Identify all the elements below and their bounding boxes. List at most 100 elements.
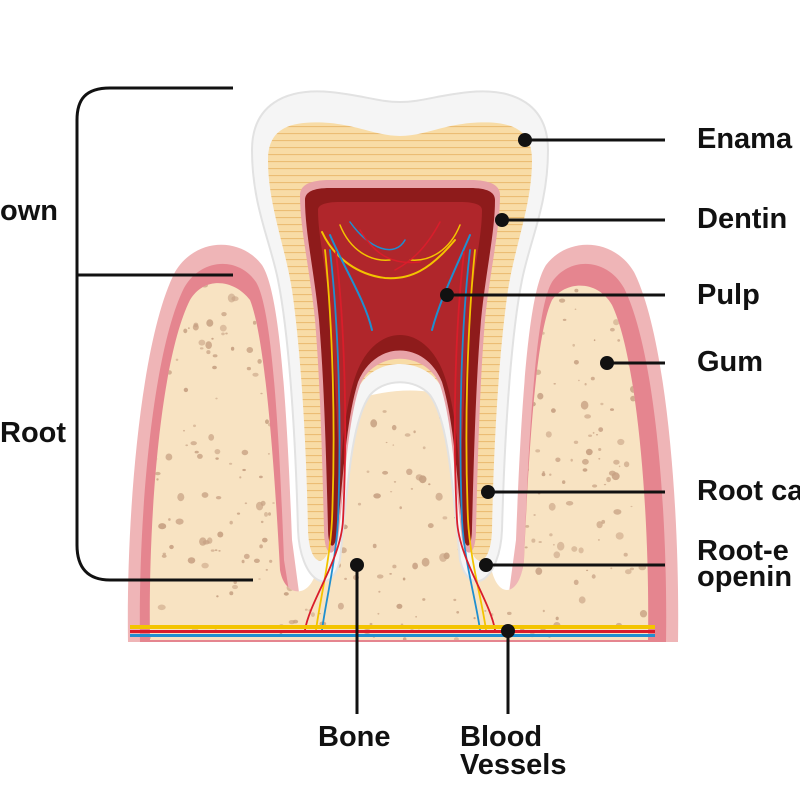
bone-speckle — [562, 480, 566, 484]
blood-vessel-bundle — [130, 625, 655, 637]
bone-speckle — [555, 457, 561, 463]
bone-speckle — [241, 449, 249, 456]
bone-speckle — [582, 458, 589, 465]
bone-speckle — [177, 493, 185, 502]
bone-speckle — [169, 544, 174, 550]
bone-speckle — [545, 431, 552, 438]
bone-speckle — [588, 434, 593, 437]
bone-speckle — [199, 347, 204, 350]
bone-speckle — [225, 332, 228, 335]
bone-speckle — [373, 493, 381, 499]
bone-speckle — [406, 468, 413, 475]
bone-speckle — [648, 281, 650, 283]
bone — [149, 283, 649, 640]
bone-speckle — [269, 559, 273, 563]
bone-speckle — [610, 567, 613, 570]
bone-speckle — [194, 450, 199, 454]
bone-speckle — [382, 470, 389, 475]
bone-speckle — [578, 547, 584, 554]
bone-speckle — [190, 441, 197, 446]
bone-speckle — [236, 512, 241, 515]
bone-speckle — [183, 328, 188, 334]
bone-speckle — [229, 591, 234, 596]
bone-speckle — [435, 492, 443, 501]
bone-speckle — [243, 553, 250, 560]
bone-speckle — [596, 521, 603, 529]
bone-speckle — [542, 471, 545, 474]
bone-speckle — [216, 595, 219, 598]
bone-speckle — [442, 516, 448, 520]
bone-speckle — [155, 289, 164, 297]
bone-speckle — [590, 376, 595, 381]
bone-speckle — [372, 543, 377, 549]
bone-speckle — [264, 512, 268, 517]
bone-speckle — [377, 612, 380, 615]
bone-speckle — [188, 327, 190, 329]
bone-speckle — [578, 379, 580, 382]
bone-speckle — [199, 537, 207, 546]
bone-speckle — [613, 459, 620, 465]
bone-speckle — [473, 617, 476, 620]
bone-speckle — [257, 359, 262, 364]
bone-speckle — [548, 502, 556, 511]
bone-speckle — [603, 483, 607, 486]
bone-speckle — [217, 531, 224, 538]
label-dentin: Dentin — [697, 203, 788, 235]
bone-speckle — [215, 397, 218, 400]
bone-speckle — [205, 341, 212, 349]
bone-speckle — [597, 539, 600, 541]
bone-speckle — [410, 487, 414, 490]
bone-speckle — [630, 505, 633, 508]
bone-speckle — [507, 611, 512, 616]
bone-speckle — [537, 392, 544, 400]
bone-speckle — [513, 375, 521, 382]
bone-speckle — [613, 319, 620, 326]
bone-speckle — [152, 288, 160, 294]
label-root-canal: Root ca — [697, 475, 800, 507]
bone-speckle — [538, 541, 542, 543]
bone-speckle — [562, 318, 567, 321]
bone-speckle — [389, 573, 392, 575]
bone-speckle — [265, 568, 268, 571]
bone-speckle — [484, 610, 487, 612]
bone-speckle — [369, 622, 373, 626]
bone-speckle — [598, 427, 604, 432]
label-blood-vessels-line1: Blood — [460, 721, 543, 753]
bone-speckle — [541, 472, 546, 477]
bone-speckle — [553, 383, 556, 385]
bone-speckle — [549, 533, 553, 537]
bone-speckle — [214, 549, 218, 552]
bone-speckle — [553, 543, 555, 546]
bone-speckle — [533, 514, 536, 516]
bone-speckle — [267, 453, 270, 455]
bone-speckle — [613, 509, 622, 515]
bone-speckle — [252, 372, 259, 377]
bone-speckle — [571, 546, 578, 552]
bone-speckle — [535, 567, 543, 575]
bone-speckle — [598, 448, 602, 451]
bone-speckle — [542, 609, 545, 613]
bone-speckle — [231, 296, 239, 302]
bone-speckle — [503, 560, 507, 564]
bone-speckle — [268, 512, 271, 516]
bone-speckle — [215, 457, 219, 460]
bone-speckle — [610, 408, 614, 411]
bone-speckle — [598, 457, 601, 460]
bone-speckle — [187, 557, 196, 564]
bone-speckle — [625, 569, 632, 575]
label-root-end-opening-line1: Root-e — [697, 535, 789, 567]
bone-speckle — [212, 365, 217, 370]
bone-speckle — [357, 502, 362, 506]
bone-speckle — [252, 320, 257, 325]
bone-speckle — [623, 461, 630, 468]
bone-speckle — [206, 319, 214, 327]
bone-speckle — [573, 579, 579, 585]
bone-speckle — [573, 360, 579, 365]
bone-speckle — [139, 392, 143, 396]
bone-speckle — [229, 520, 233, 525]
bone-speckle — [212, 354, 218, 358]
bone-speckle — [210, 549, 215, 552]
bone-speckle — [421, 557, 430, 567]
